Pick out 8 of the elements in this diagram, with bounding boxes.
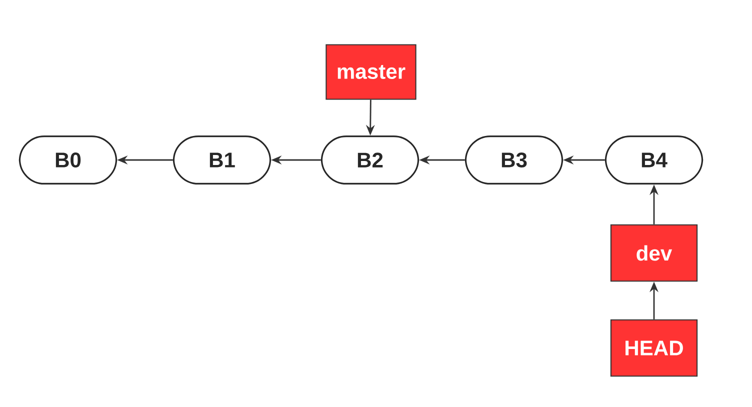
branch-label-box: master [326, 44, 416, 100]
commit-box: B3 [464, 136, 564, 184]
commit-box: B1 [172, 136, 272, 184]
commit-box: B2 [320, 136, 420, 184]
branch-label-box: dev [610, 224, 698, 282]
commit-box: B4 [604, 136, 704, 184]
branch-label-box: HEAD [610, 319, 698, 377]
commit-box: B0 [18, 136, 118, 184]
